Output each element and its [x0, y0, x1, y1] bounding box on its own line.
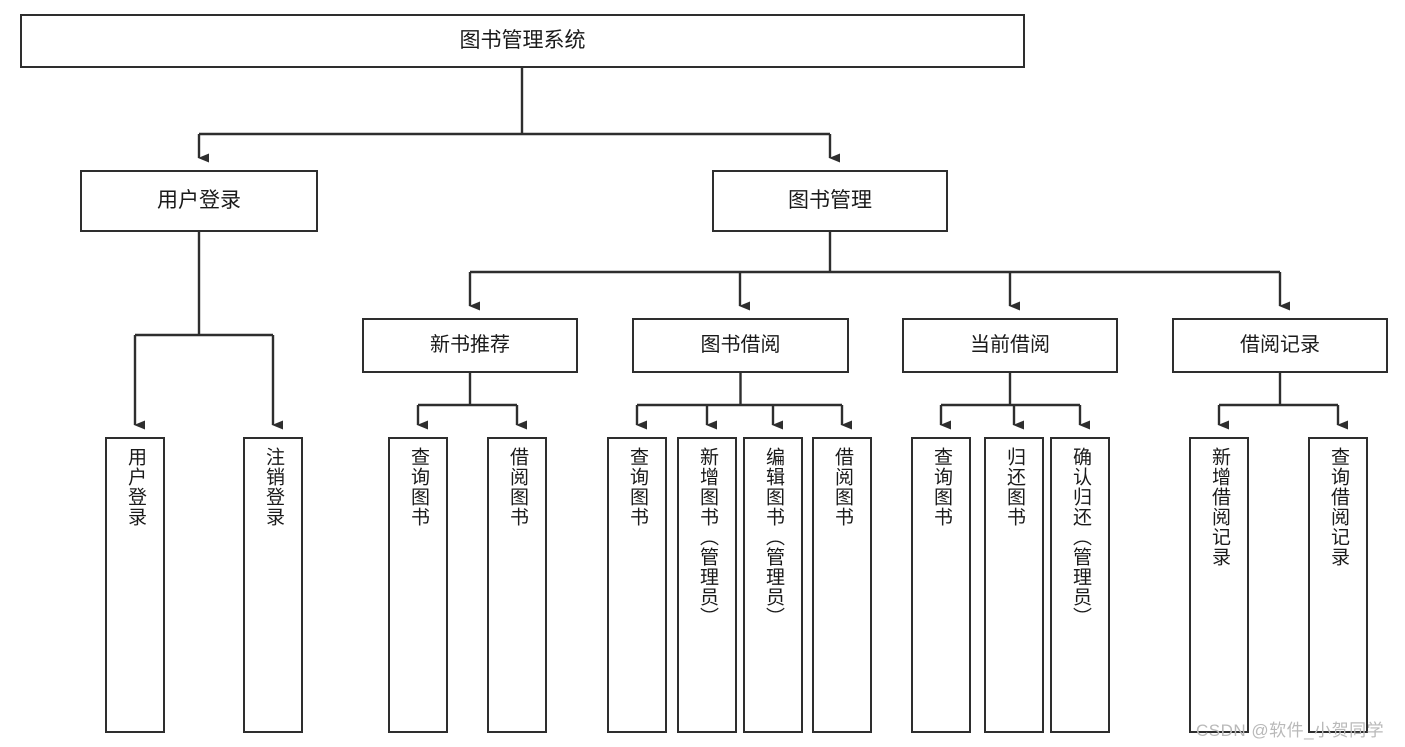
- node-label: 注销登录: [262, 447, 284, 527]
- leaf-node-leaf-query-book-bb[interactable]: 查询图书: [607, 437, 667, 733]
- node-label: 查询图书: [930, 447, 952, 527]
- leaf-node-leaf-user-login[interactable]: 用户登录: [105, 437, 165, 733]
- node-label: 新书推荐: [430, 334, 510, 357]
- node-label: 查询借阅记录: [1327, 447, 1349, 567]
- node-label: 借阅图书: [831, 447, 853, 527]
- level2-node-book-borrow[interactable]: 图书借阅: [632, 318, 849, 373]
- node-label: 借阅图书: [506, 447, 528, 527]
- leaf-node-leaf-query-record[interactable]: 查询借阅记录: [1308, 437, 1368, 733]
- leaf-node-leaf-add-record[interactable]: 新增借阅记录: [1189, 437, 1249, 733]
- level2-node-new-book-rec[interactable]: 新书推荐: [362, 318, 578, 373]
- leaf-node-leaf-query-book-rec[interactable]: 查询图书: [388, 437, 448, 733]
- node-label: 用户登录: [157, 189, 241, 213]
- node-label: 当前借阅: [970, 334, 1050, 357]
- leaf-node-leaf-add-book-admin[interactable]: 新增图书（管理员）: [677, 437, 737, 733]
- connector-lines: [133, 68, 1348, 430]
- node-label: 新增图书（管理员）: [696, 447, 718, 627]
- node-label: 编辑图书（管理员）: [762, 447, 784, 627]
- node-label: 图书管理系统: [459, 29, 586, 53]
- level1-node-user-login[interactable]: 用户登录: [80, 170, 318, 232]
- leaf-node-leaf-user-logout[interactable]: 注销登录: [243, 437, 303, 733]
- node-label: 确认归还（管理员）: [1069, 447, 1091, 627]
- level2-node-borrow-record[interactable]: 借阅记录: [1172, 318, 1388, 373]
- level2-node-current-borrow[interactable]: 当前借阅: [902, 318, 1118, 373]
- leaf-node-leaf-return-book[interactable]: 归还图书: [984, 437, 1044, 733]
- node-label: 查询图书: [626, 447, 648, 527]
- leaf-node-leaf-borrow-book-rec[interactable]: 借阅图书: [487, 437, 547, 733]
- root-node-root[interactable]: 图书管理系统: [20, 14, 1025, 68]
- watermark-text: CSDN @软件_小贺同学: [1196, 721, 1385, 740]
- leaf-node-leaf-confirm-return-admin[interactable]: 确认归还（管理员）: [1050, 437, 1110, 733]
- node-label: 借阅记录: [1240, 334, 1320, 357]
- node-label: 查询图书: [407, 447, 429, 527]
- leaf-node-leaf-query-book-cb[interactable]: 查询图书: [911, 437, 971, 733]
- level1-node-book-manage[interactable]: 图书管理: [712, 170, 948, 232]
- node-label: 图书管理: [788, 189, 872, 213]
- node-label: 用户登录: [124, 447, 146, 527]
- leaf-node-leaf-borrow-book-bb[interactable]: 借阅图书: [812, 437, 872, 733]
- node-label: 新增借阅记录: [1208, 447, 1230, 567]
- leaf-node-leaf-edit-book-admin[interactable]: 编辑图书（管理员）: [743, 437, 803, 733]
- node-label: 图书借阅: [700, 334, 781, 357]
- node-label: 归还图书: [1003, 447, 1025, 527]
